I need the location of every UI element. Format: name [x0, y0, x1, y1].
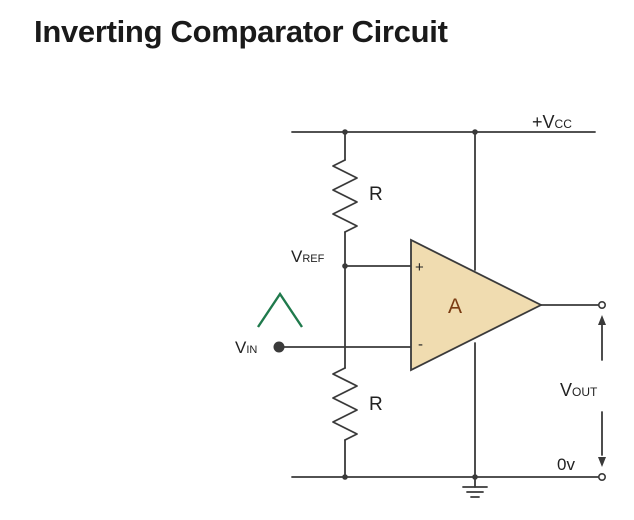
opamp-minus-label: - — [418, 336, 423, 353]
resistor-top — [332, 159, 358, 233]
junction-dot-ground-opamp — [472, 474, 478, 480]
vref-label: VREF — [291, 247, 325, 266]
zero-volt-label: 0v — [557, 455, 575, 474]
output-terminal — [597, 300, 606, 309]
page-title: Inverting Comparator Circuit — [34, 14, 448, 49]
opamp-plus-label: + — [415, 259, 424, 276]
ground-terminal — [597, 472, 606, 481]
opamp-triangle — [410, 238, 544, 372]
vcc-label: +VCC — [532, 112, 572, 132]
junction-dot-vcc-divider — [342, 129, 348, 135]
vin-label: VIN — [235, 338, 257, 357]
junction-dot-vcc-opamp — [472, 129, 478, 135]
resistor-bottom-label: R — [369, 394, 383, 415]
junction-dot-vref — [342, 263, 348, 269]
vout-arrowhead-down — [598, 457, 606, 467]
junction-dot-ground-divider — [342, 474, 348, 480]
vout-label: VOUT — [560, 380, 598, 400]
opamp-label: A — [448, 295, 462, 318]
vout-arrowhead-up — [598, 315, 606, 325]
resistor-top-label: R — [369, 184, 383, 205]
triangle-wave-icon — [257, 291, 303, 328]
vin-input-terminal — [273, 341, 285, 353]
resistor-bottom — [332, 367, 358, 441]
